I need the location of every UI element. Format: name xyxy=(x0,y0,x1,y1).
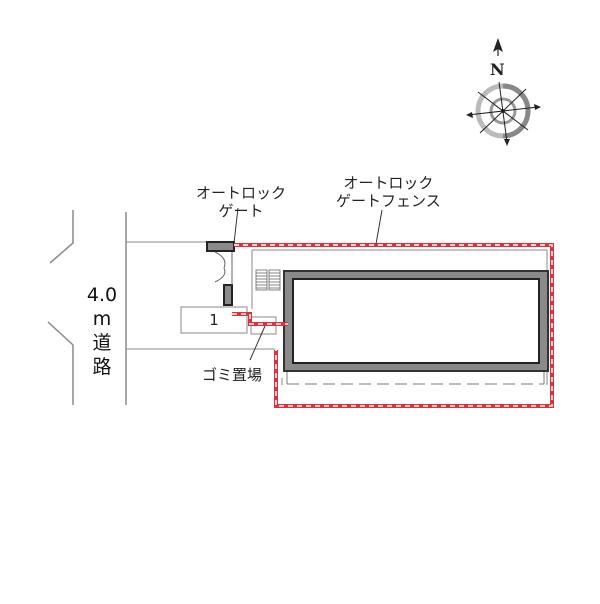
road-label: 4.0 m 道 路 xyxy=(82,283,122,379)
gate-post-lower xyxy=(223,284,233,306)
leader-lines xyxy=(233,207,383,361)
road-edge-left xyxy=(47,210,74,405)
autolock-gate-label-line1: オートロック xyxy=(196,184,287,202)
compass-rose-icon xyxy=(466,38,541,146)
autolock-fence-label-line1: オートロック xyxy=(343,174,434,192)
parking-slot-1: 1 xyxy=(181,307,247,333)
road-label-line2: 路 xyxy=(92,356,112,378)
autolock-fence-label: オートロック ゲートフェンス xyxy=(336,174,441,210)
road-width: 4.0 xyxy=(86,284,118,306)
compass-north-label: N xyxy=(490,60,505,79)
autolock-gate-label: オートロック ゲート xyxy=(196,184,286,220)
road-unit: m xyxy=(92,308,112,330)
parking-slot-number: 1 xyxy=(209,311,219,329)
gate-post-top xyxy=(206,241,235,252)
garbage-area-label: ゴミ置場 xyxy=(202,366,263,384)
eave-dash xyxy=(286,372,545,385)
autolock-fence-label-line2: ゲートフェンス xyxy=(336,192,441,210)
autolock-gate-label-line2: ゲート xyxy=(218,202,264,220)
stairs xyxy=(255,269,281,291)
autolock-fence xyxy=(232,243,554,408)
road-label-line1: 道 xyxy=(92,332,112,354)
building xyxy=(283,270,549,372)
gate-door-swing xyxy=(214,251,233,285)
